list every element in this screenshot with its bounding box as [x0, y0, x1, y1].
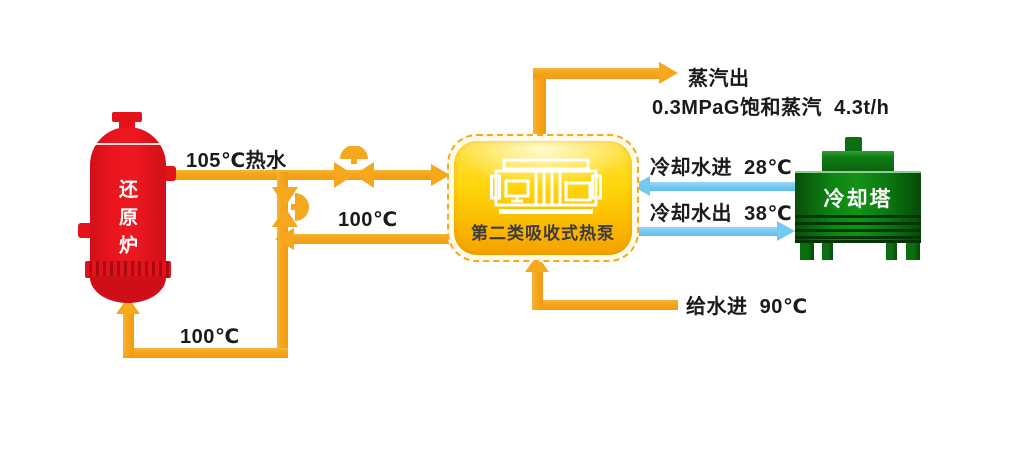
- label-steam-spec: 0.3MPaG饱和蒸汽 4.3t/h: [652, 97, 890, 119]
- arrow-right-icon: [431, 164, 450, 186]
- arrow-right-icon: [777, 221, 795, 241]
- tower-louver-line: [795, 215, 921, 218]
- pipe-steam-horizontal: [533, 68, 661, 79]
- furnace-bottom-dome: [90, 276, 166, 303]
- label-cooling-out: 冷却水出 38℃: [650, 203, 793, 225]
- valve-icon-hot-line: [334, 146, 374, 188]
- heat-pump-machine-icon: [490, 158, 602, 214]
- label-feed-water: 给水进 90℃: [686, 296, 808, 318]
- pipe-return-bottom: [123, 348, 288, 358]
- pipe-steam-vertical: [533, 68, 546, 140]
- furnace-top-nozzle-stem: [119, 120, 135, 130]
- tower-leg: [822, 241, 833, 260]
- tower-louver-line: [795, 222, 921, 225]
- cooling-tower-body: 冷却塔: [795, 171, 921, 243]
- heat-pump-block: 第二类吸收式热泵: [447, 134, 639, 262]
- label-return-bottom: 100℃: [180, 326, 240, 348]
- pipe-return-upleft: [123, 312, 134, 356]
- valve-icon-bypass-line: [272, 187, 309, 227]
- furnace-weld-seam: [90, 143, 166, 145]
- furnace-label: 还原炉: [116, 179, 137, 263]
- furnace-top-nozzle-flange: [112, 112, 142, 122]
- furnace-side-nozzle: [78, 223, 92, 238]
- furnace-vessel: [90, 127, 166, 263]
- pipe-cooling-out: [634, 227, 778, 236]
- tower-leg: [800, 241, 814, 260]
- tower-leg: [906, 241, 920, 260]
- tower-leg: [886, 241, 897, 260]
- tower-top-section: [822, 151, 894, 173]
- tower-louver-line: [795, 236, 921, 239]
- pipe-hot-water: [172, 170, 434, 180]
- pipe-feed-horizontal: [537, 300, 678, 310]
- pipe-bypass-vertical: [277, 172, 288, 356]
- heat-pump-label: 第二类吸收式热泵: [471, 224, 615, 243]
- tower-top-stub: [845, 137, 862, 154]
- tower-louver-line: [795, 240, 921, 243]
- arrow-left-icon: [275, 228, 294, 250]
- furnace-bottom-fins: [85, 261, 171, 278]
- heat-pump-panel: 第二类吸收式热泵: [454, 141, 632, 255]
- tower-louver-line: [795, 229, 921, 232]
- cooling-tower-label: 冷却塔: [823, 188, 893, 211]
- label-hot-water: 105℃热水: [186, 150, 287, 172]
- label-return-mid: 100℃: [338, 209, 398, 231]
- label-steam-out: 蒸汽出: [688, 68, 750, 90]
- pipe-feed-vertical: [532, 270, 543, 310]
- arrow-right-icon: [659, 62, 678, 84]
- pipe-cooling-in: [648, 182, 797, 191]
- label-cooling-in: 冷却水进 28℃: [650, 157, 793, 179]
- pipe-return-mid: [293, 234, 449, 244]
